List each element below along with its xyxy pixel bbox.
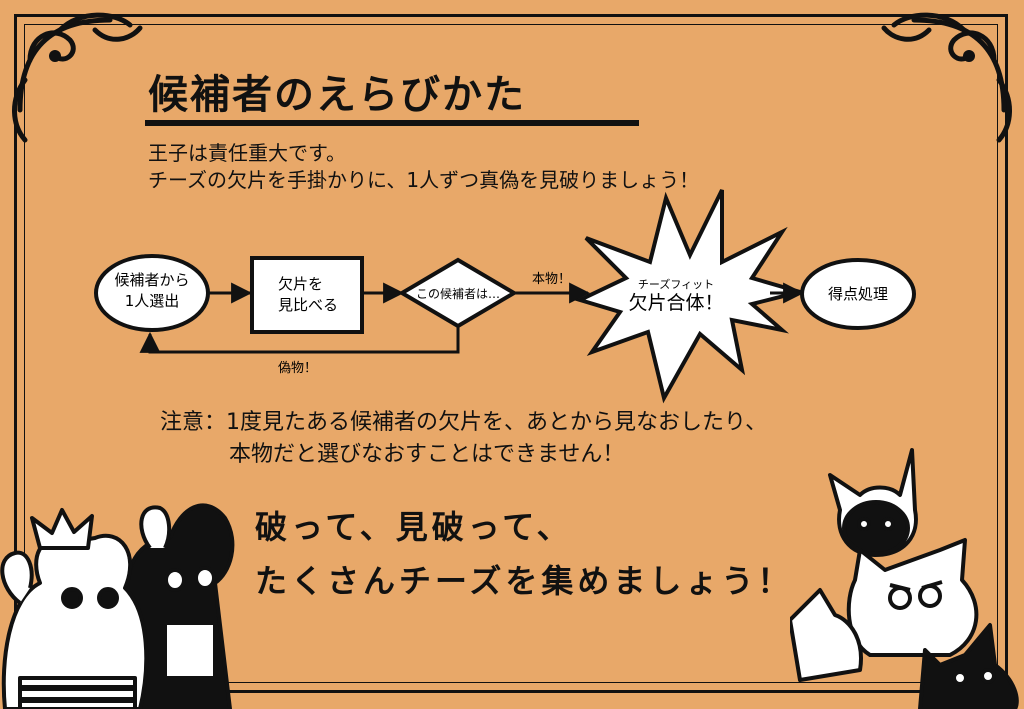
fake-label: 偽物！	[278, 361, 317, 376]
ornament-top-left-icon	[12, 12, 143, 143]
inner-frame	[24, 24, 998, 683]
note-line-2: 本物だと選びなおすことはできません！	[229, 442, 625, 467]
compare-node	[250, 256, 364, 334]
start-label-2: 1人選出	[125, 292, 180, 310]
burst-small-label: チーズフィット	[638, 277, 714, 291]
fit-burst	[574, 189, 808, 404]
ornament-top-right-icon	[881, 12, 1012, 143]
title-underline	[145, 120, 639, 126]
burst-big-label: 欠片合体！	[628, 292, 723, 314]
cat-characters-illustration	[790, 448, 1019, 709]
end-label: 得点処理	[828, 285, 888, 303]
note-line-1: 注意：1度見たある候補者の欠片を、あとから見なおしたり、	[160, 410, 768, 435]
start-label-1: 候補者から	[114, 271, 189, 289]
compare-label-1: 欠片を	[278, 275, 323, 293]
intro-line-1: 王子は責任重大です。	[148, 141, 346, 165]
genuine-label: 本物！	[532, 272, 571, 287]
compare-label-2: 見比べる	[278, 296, 338, 314]
mouse-characters-illustration	[0, 503, 235, 709]
slogan-line-1: 破って、見破って、	[255, 508, 573, 546]
end-node	[800, 258, 916, 330]
outer-frame	[14, 14, 1008, 693]
arrow-fake-loop	[139, 326, 460, 354]
page-title: 候補者のえらびかた	[148, 72, 526, 118]
decision-label: この候補者は…	[416, 287, 500, 301]
slogan-line-2: たくさんチーズを集めましょう！	[255, 562, 794, 600]
intro-line-2: チーズの欠片を手掛かりに、1人ずつ真偽を見破りましょう！	[148, 168, 700, 192]
